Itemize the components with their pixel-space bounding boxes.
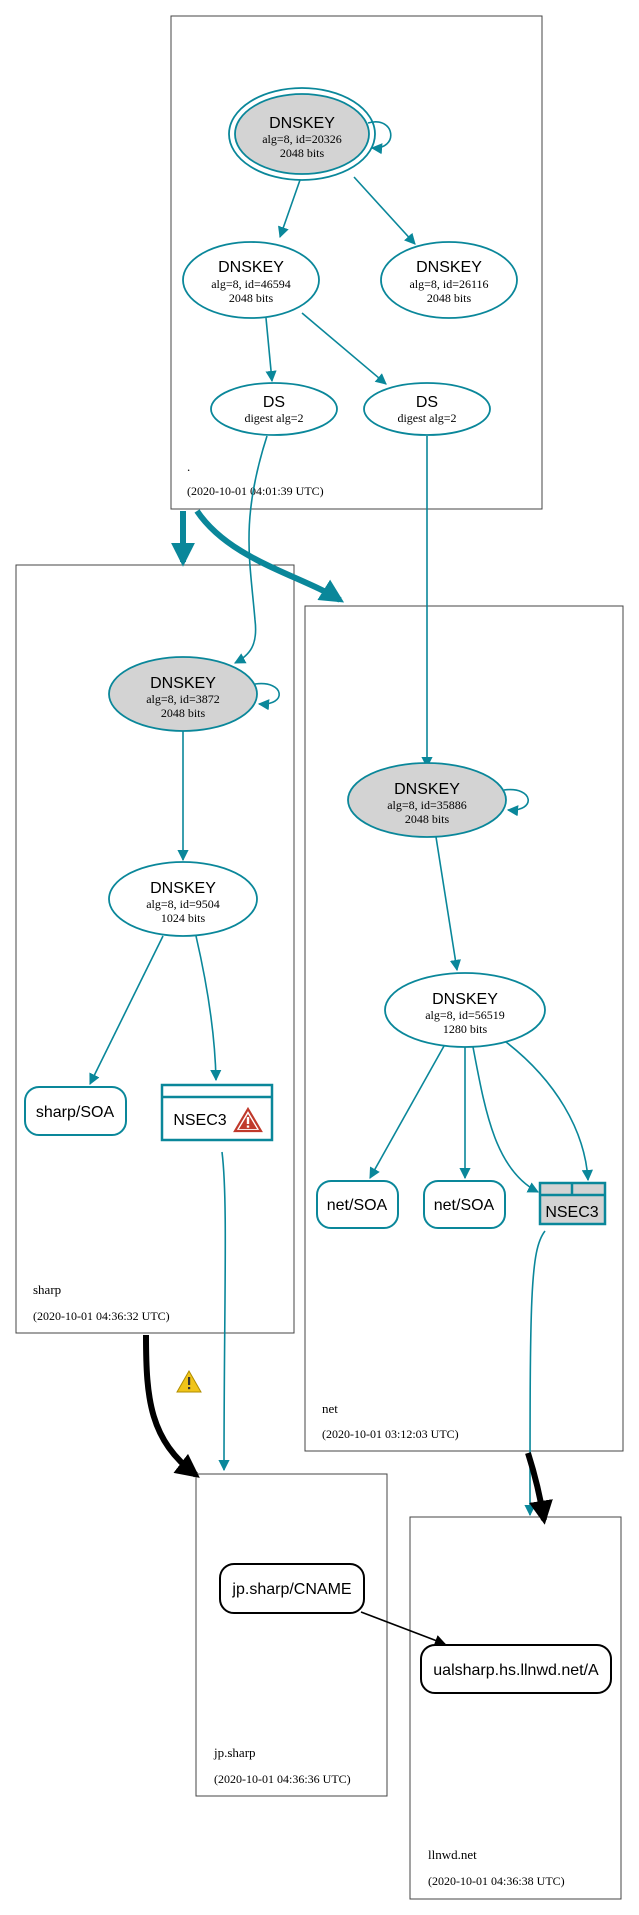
jpsharp-zone-name: jp.sharp bbox=[213, 1745, 256, 1760]
sharp-zone-timestamp: (2020-10-01 04:36:32 UTC) bbox=[33, 1309, 170, 1323]
delegation-net-llnwd bbox=[525, 1452, 553, 1525]
root-zsk2-node[interactable]: DNSKEY alg=8, id=26116 2048 bits bbox=[380, 241, 518, 319]
net-soa1-label: net/SOA bbox=[327, 1197, 388, 1214]
net-zsk-detail: alg=8, id=56519 bbox=[425, 1008, 505, 1022]
warning-icon bbox=[176, 1369, 202, 1393]
root-zone-timestamp: (2020-10-01 04:01:39 UTC) bbox=[187, 484, 324, 498]
root-zsk1-bits: 2048 bits bbox=[229, 291, 274, 305]
net-zone-timestamp: (2020-10-01 03:12:03 UTC) bbox=[322, 1427, 459, 1441]
delegation-root-net bbox=[194, 509, 345, 603]
sharp-zone-name: sharp bbox=[33, 1282, 61, 1297]
jpsharp-zone-box bbox=[195, 1473, 388, 1797]
jpsharp-cname-label: jp.sharp/CNAME bbox=[231, 1581, 351, 1598]
sharp-soa-node[interactable]: sharp/SOA bbox=[24, 1086, 127, 1136]
root-ds1-node[interactable]: DS digest alg=2 bbox=[210, 382, 338, 436]
edge-sharp-nsec3-jpsharp bbox=[218, 1151, 230, 1472]
root-zsk1-node[interactable]: DNSKEY alg=8, id=46594 2048 bits bbox=[182, 241, 320, 319]
root-ds2-detail: digest alg=2 bbox=[397, 411, 456, 425]
jpsharp-cname-node[interactable]: jp.sharp/CNAME bbox=[219, 1563, 365, 1614]
root-ds2-type: DS bbox=[416, 394, 438, 411]
sharp-ksk-self-loop bbox=[254, 682, 280, 711]
net-zone-name: net bbox=[322, 1401, 338, 1416]
sharp-ksk-bits: 2048 bits bbox=[161, 706, 206, 720]
edge-net-zsk-nsec3-a bbox=[472, 1046, 539, 1193]
sharp-soa-label: sharp/SOA bbox=[36, 1104, 115, 1121]
edge-root-zsk1-ds1 bbox=[265, 317, 277, 383]
llnwd-zone-box bbox=[409, 1516, 622, 1900]
edge-net-zsk-nsec3-b bbox=[505, 1041, 593, 1182]
net-zsk-bits: 1280 bits bbox=[443, 1022, 488, 1036]
root-zone-name: . bbox=[187, 459, 190, 474]
edge-ds1-sharp-ksk bbox=[234, 435, 268, 664]
net-ksk-self-loop bbox=[503, 788, 529, 817]
sharp-ksk-type: DNSKEY bbox=[150, 675, 216, 692]
root-zsk1-detail: alg=8, id=46594 bbox=[211, 277, 291, 291]
sharp-ksk-node[interactable]: DNSKEY alg=8, id=3872 2048 bits bbox=[108, 656, 258, 732]
root-ksk-self-loop bbox=[367, 121, 392, 155]
edge-root-zsk1-ds2 bbox=[301, 312, 387, 385]
root-ds1-type: DS bbox=[263, 394, 285, 411]
sharp-zsk-detail: alg=8, id=9504 bbox=[146, 897, 220, 911]
delegation-sharp-jpsharp bbox=[143, 1334, 200, 1478]
llnwd-a-label: ualsharp.hs.llnwd.net/A bbox=[433, 1662, 599, 1679]
jpsharp-zone-timestamp: (2020-10-01 04:36:36 UTC) bbox=[214, 1772, 351, 1786]
root-zsk2-type: DNSKEY bbox=[416, 259, 482, 276]
sharp-ksk-detail: alg=8, id=3872 bbox=[146, 692, 220, 706]
net-zsk-type: DNSKEY bbox=[432, 991, 498, 1008]
edge-sharp-zsk-nsec3 bbox=[195, 935, 222, 1082]
llnwd-zone-timestamp: (2020-10-01 04:36:38 UTC) bbox=[428, 1874, 565, 1888]
root-ksk-bits: 2048 bits bbox=[280, 146, 325, 160]
sharp-zsk-type: DNSKEY bbox=[150, 880, 216, 897]
root-ksk-type: DNSKEY bbox=[269, 115, 335, 132]
edge-net-nsec3-llnwd bbox=[524, 1230, 546, 1517]
edge-net-zsk-soa1 bbox=[369, 1045, 445, 1179]
sharp-nsec3-label: NSEC3 bbox=[173, 1112, 226, 1129]
root-zsk1-type: DNSKEY bbox=[218, 259, 284, 276]
net-ksk-bits: 2048 bits bbox=[405, 812, 450, 826]
llnwd-zone-name: llnwd.net bbox=[428, 1847, 477, 1862]
net-ksk-node[interactable]: DNSKEY alg=8, id=35886 2048 bits bbox=[347, 762, 507, 838]
net-soa1-node[interactable]: net/SOA bbox=[316, 1180, 399, 1229]
llnwd-a-node[interactable]: ualsharp.hs.llnwd.net/A bbox=[420, 1644, 612, 1694]
root-ds2-node[interactable]: DS digest alg=2 bbox=[363, 382, 491, 436]
root-ds1-detail: digest alg=2 bbox=[244, 411, 303, 425]
net-soa2-node[interactable]: net/SOA bbox=[423, 1180, 506, 1229]
root-ksk-detail: alg=8, id=20326 bbox=[262, 132, 342, 146]
root-zsk2-bits: 2048 bits bbox=[427, 291, 472, 305]
net-nsec3-label: NSEC3 bbox=[545, 1204, 598, 1221]
edge-sharp-zsk-soa bbox=[89, 935, 164, 1086]
net-ksk-type: DNSKEY bbox=[394, 781, 460, 798]
root-ksk-node[interactable]: DNSKEY alg=8, id=20326 2048 bits bbox=[228, 87, 376, 181]
net-soa2-label: net/SOA bbox=[434, 1197, 495, 1214]
edge-root-ksk-zsk2 bbox=[353, 176, 416, 245]
edge-root-ksk-zsk1 bbox=[278, 179, 301, 239]
error-icon bbox=[233, 1106, 263, 1133]
sharp-zsk-node[interactable]: DNSKEY alg=8, id=9504 1024 bits bbox=[108, 861, 258, 937]
edge-net-ksk-zsk bbox=[435, 836, 461, 972]
edge-cname-a bbox=[360, 1611, 447, 1646]
net-zsk-node[interactable]: DNSKEY alg=8, id=56519 1280 bits bbox=[384, 972, 546, 1048]
sharp-nsec3-node[interactable]: NSEC3 bbox=[160, 1083, 274, 1142]
net-ksk-detail: alg=8, id=35886 bbox=[387, 798, 467, 812]
root-zsk2-detail: alg=8, id=26116 bbox=[409, 277, 488, 291]
net-nsec3-node[interactable]: NSEC3 bbox=[538, 1181, 607, 1226]
sharp-zsk-bits: 1024 bits bbox=[161, 911, 206, 925]
